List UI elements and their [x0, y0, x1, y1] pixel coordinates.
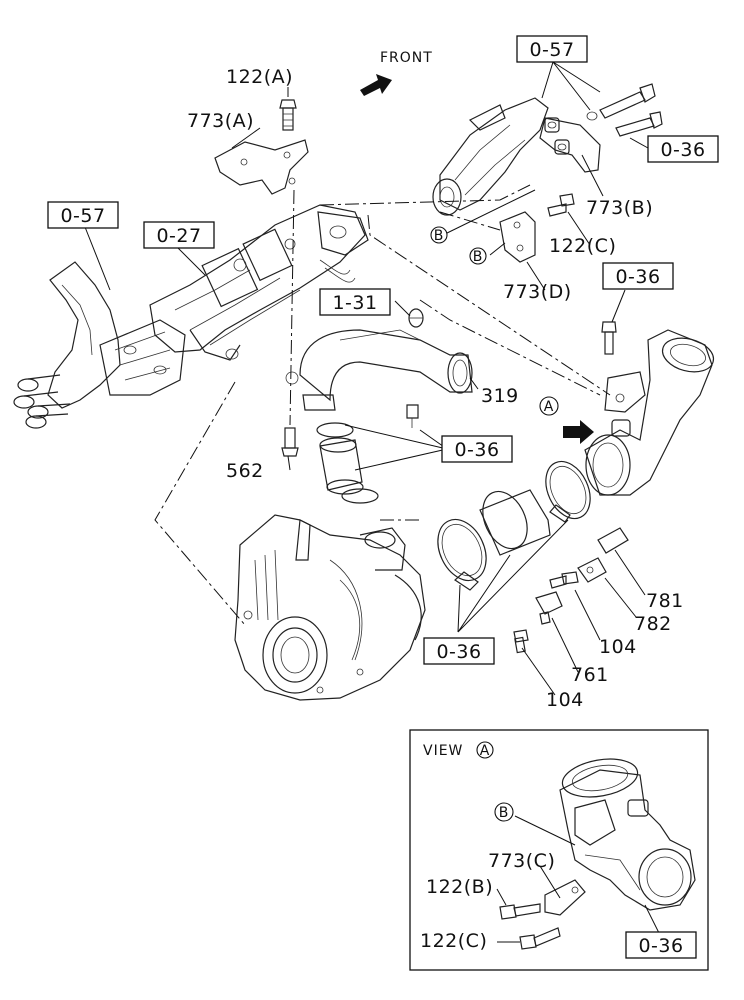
callout-box-1-31: 1-31 — [319, 288, 391, 316]
callout-box-0-36-middle: 0-36 — [441, 435, 513, 463]
callout-box-0-36-bottom: 0-36 — [423, 637, 495, 665]
label-122a: 122(A) — [226, 66, 293, 88]
label-104-a: 104 — [599, 636, 637, 658]
bracket-773b — [539, 117, 601, 173]
view-a-arrow-icon — [563, 420, 594, 444]
front-arrow-icon — [360, 74, 392, 96]
label-0-57-left: 0-57 — [60, 205, 105, 227]
bolt-104-a — [549, 571, 579, 589]
label-781: 781 — [646, 590, 684, 612]
leader-lines — [84, 61, 649, 696]
label-319: 319 — [481, 385, 519, 407]
gasket-781 — [597, 527, 629, 554]
label-782: 782 — [634, 613, 672, 635]
marker-b-2-text: B — [473, 249, 484, 265]
label-0-36-inset: 0-36 — [638, 935, 683, 957]
label-122c: 122(C) — [549, 235, 616, 257]
circle-marker-b-1: B — [430, 226, 448, 244]
callout-box-0-27: 0-27 — [143, 221, 215, 249]
label-122c-inset: 122(C) — [420, 930, 487, 952]
bolt-562 — [281, 427, 299, 457]
label-0-36-top: 0-36 — [660, 139, 705, 161]
label-773c: 773(C) — [488, 850, 555, 872]
bracket-773a — [214, 139, 309, 195]
label-0-36-middle: 0-36 — [454, 439, 499, 461]
callout-box-0-36-inset: 0-36 — [625, 931, 697, 959]
callout-box-0-57-top: 0-57 — [516, 35, 588, 63]
intake-elbow — [584, 329, 715, 496]
view-a-inset — [409, 729, 709, 971]
bolt-122a — [279, 99, 297, 131]
callout-box-0-36-right: 0-36 — [602, 262, 674, 290]
circle-marker-view-a: A — [476, 741, 494, 759]
label-0-27: 0-27 — [156, 225, 201, 247]
label-104-b: 104 — [546, 689, 584, 711]
marker-b-inset-text: B — [499, 805, 510, 821]
egr-assembly — [149, 204, 369, 361]
air-pipe-319 — [285, 329, 473, 428]
label-773d: 773(D) — [503, 281, 572, 303]
label-0-36-right: 0-36 — [615, 266, 660, 288]
label-front: FRONT — [380, 50, 433, 66]
exhaust-manifold-right — [432, 97, 549, 216]
label-773b: 773(B) — [586, 197, 653, 219]
label-761: 761 — [571, 664, 609, 686]
marker-view-a-text: A — [480, 743, 491, 759]
dashed-lines — [154, 184, 611, 626]
marker-b-1-text: B — [434, 228, 445, 244]
circle-marker-b-inset: B — [494, 802, 514, 822]
callout-box-0-36-top: 0-36 — [647, 135, 719, 163]
label-view: VIEW — [423, 743, 463, 759]
label-1-31: 1-31 — [332, 292, 377, 314]
circle-marker-b-2: B — [469, 247, 487, 265]
circle-marker-a: A — [539, 396, 559, 416]
bolt-0-36-intake — [601, 321, 617, 355]
sensor-761 — [535, 591, 563, 625]
marker-a-text: A — [544, 399, 555, 415]
label-773a: 773(A) — [187, 110, 254, 132]
intake-hose-clamps — [437, 460, 591, 591]
nut-1-31 — [408, 308, 424, 328]
label-0-57-top: 0-57 — [529, 39, 574, 61]
hose-and-rings — [316, 422, 379, 504]
label-562: 562 — [226, 460, 264, 482]
bracket-773d — [499, 211, 536, 263]
bolt-upper-right — [586, 83, 663, 137]
turbocharger — [234, 514, 426, 701]
exhaust-manifold-left — [13, 261, 186, 429]
bolt-122c-upper — [547, 193, 575, 217]
label-122b: 122(B) — [426, 876, 493, 898]
label-0-36-bottom: 0-36 — [436, 641, 481, 663]
callout-box-0-57-left: 0-57 — [47, 201, 119, 229]
bolt-104-b — [513, 629, 529, 654]
sensor-782 — [577, 557, 607, 583]
